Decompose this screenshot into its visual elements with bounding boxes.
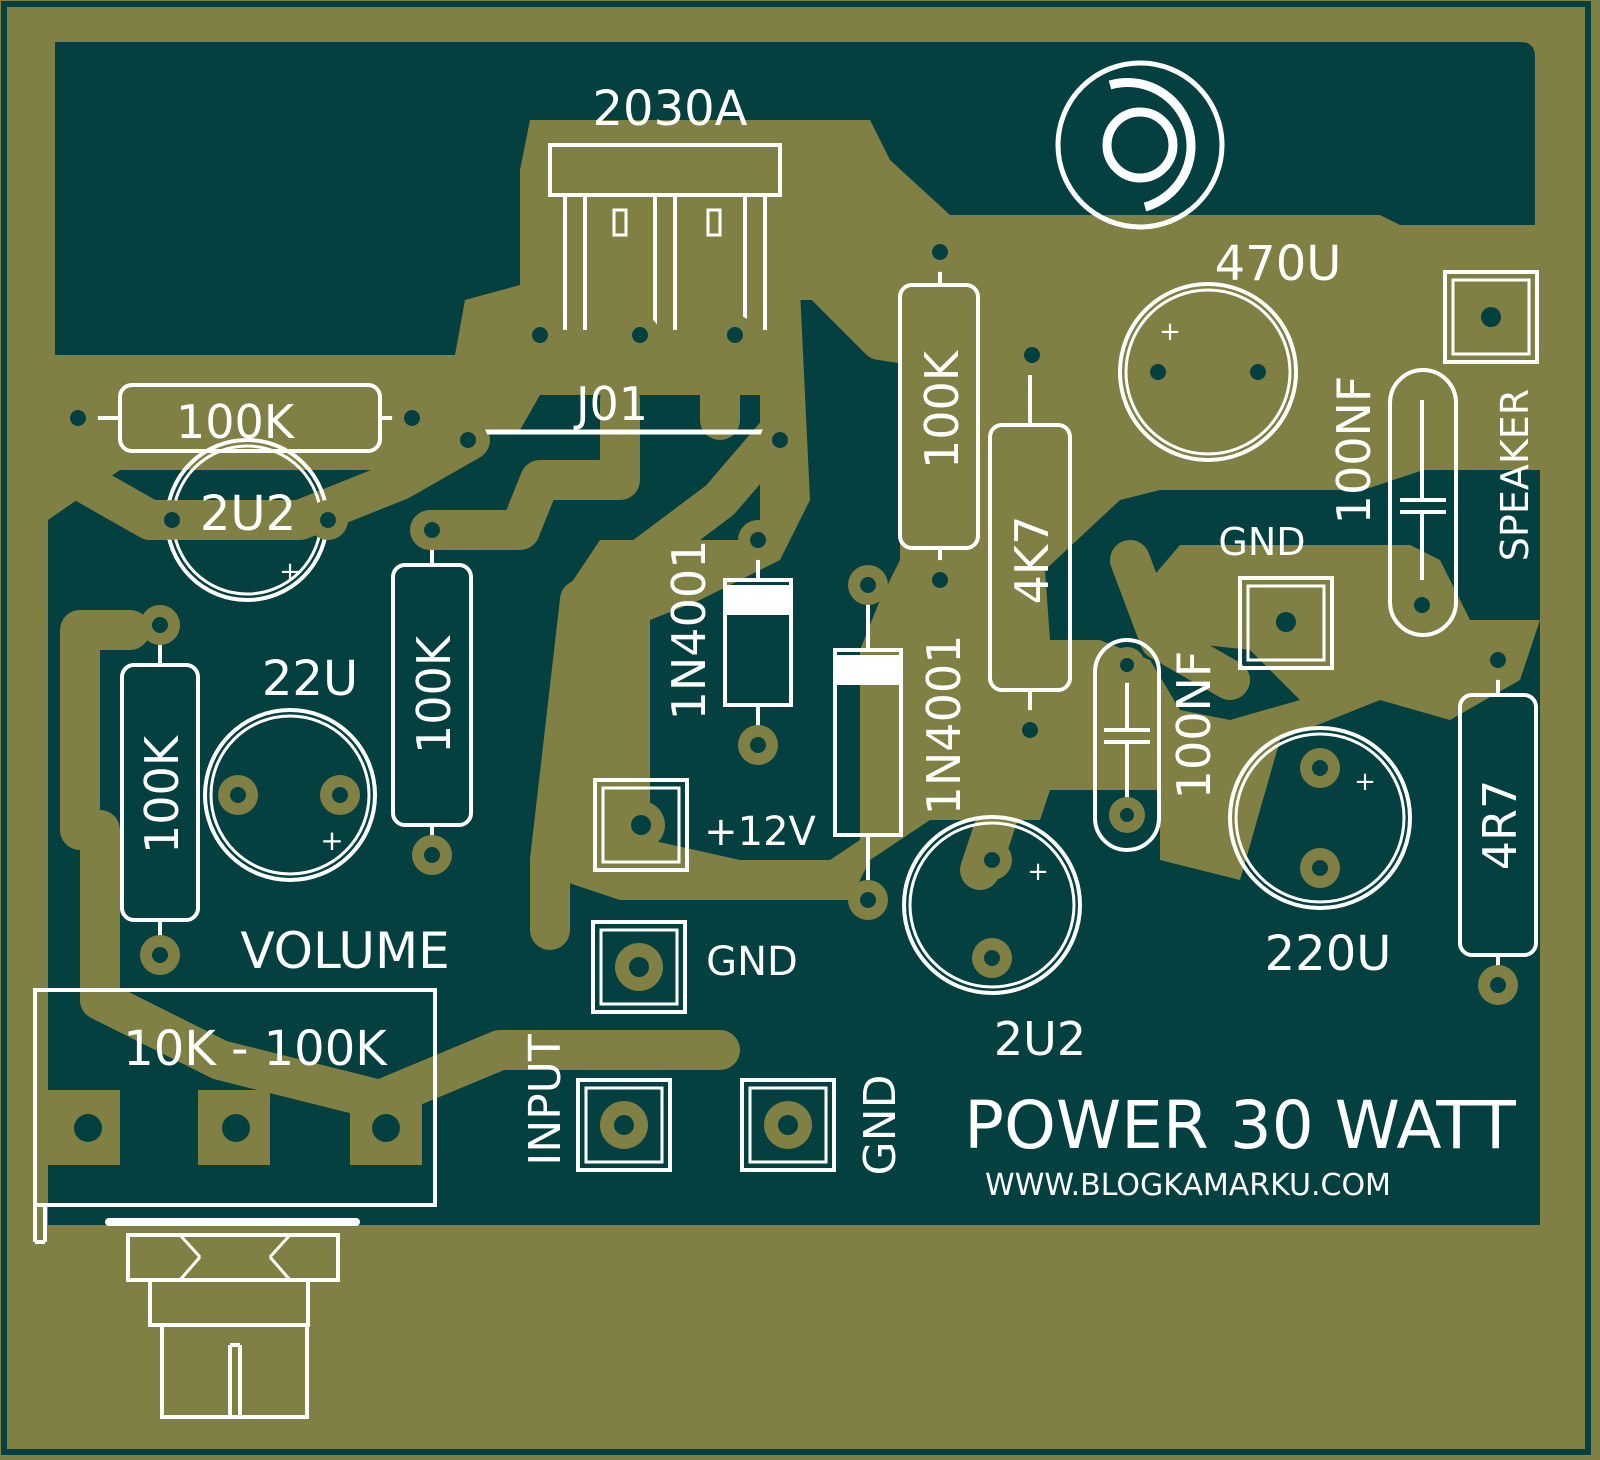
connector-gnd-right xyxy=(1238,576,1334,670)
copper-pour-bottom xyxy=(48,395,1540,1225)
resistor-100k-top xyxy=(58,383,432,453)
label-r-4k7: 4K7 xyxy=(1005,516,1059,605)
label-gnd-input: GND xyxy=(855,1075,906,1176)
jumper-j01 xyxy=(448,420,800,460)
mounting-hole xyxy=(1055,60,1225,230)
diode-1n4001-left xyxy=(723,520,793,765)
label-jumper: J01 xyxy=(573,377,648,431)
plus-marker-2u2-top: + xyxy=(279,557,301,587)
label-plus12v: +12V xyxy=(704,809,816,855)
copper-pour-left xyxy=(48,530,470,990)
plus-marker-220u: + xyxy=(1354,767,1376,797)
connector-speaker xyxy=(1443,270,1539,364)
resistor-100k-left xyxy=(120,605,200,975)
board-title: POWER 30 WATT xyxy=(964,1087,1516,1164)
board-website: WWW.BLOGKAMARKU.COM xyxy=(985,1168,1391,1203)
label-r-left: 100K xyxy=(135,734,189,854)
label-c-2u2-top: 2U2 xyxy=(200,486,296,542)
label-speaker: SPEAKER xyxy=(1493,389,1537,561)
label-r-mid: 100K xyxy=(407,634,461,754)
capacitor-100nf-top xyxy=(1388,368,1458,637)
label-gnd-right: GND xyxy=(1218,520,1305,564)
label-c-100nf-bottom: 100NF xyxy=(1167,651,1221,800)
copper-pour-center xyxy=(650,290,900,860)
connector-gnd-input xyxy=(740,1078,836,1172)
resistor-100k-mid xyxy=(391,510,473,875)
capacitor-22u xyxy=(203,708,377,882)
plus-marker-22u: + xyxy=(320,824,343,857)
capacitor-100nf-bottom xyxy=(1093,638,1161,852)
capacitor-470u xyxy=(1118,282,1298,462)
label-c-220u: 220U xyxy=(1265,926,1392,982)
label-diode-right: 1N4001 xyxy=(917,635,971,816)
plus-marker-2u2-bottom: + xyxy=(1027,857,1049,887)
plus-marker-470u: + xyxy=(1159,317,1181,347)
capacitor-220u xyxy=(1228,726,1412,910)
diode-1n4001-right xyxy=(833,565,903,920)
label-r-4r7: 4R7 xyxy=(1473,780,1527,871)
label-diode-left: 1N4001 xyxy=(662,540,716,721)
capacitor-2u2-top xyxy=(152,438,348,602)
label-gnd-power: GND xyxy=(706,939,798,985)
capacitor-2u2-bottom xyxy=(902,815,1082,995)
label-ic: 2030A xyxy=(593,81,748,137)
label-pot-value: 10K - 100K xyxy=(123,1021,388,1077)
potentiometer-volume xyxy=(33,988,437,1419)
ic-2030a xyxy=(520,143,782,355)
label-volume: VOLUME xyxy=(240,922,449,980)
label-r-center: 100K xyxy=(915,349,969,469)
resistor-4k7 xyxy=(988,335,1072,750)
connector-gnd-power xyxy=(591,920,687,1014)
connector-input xyxy=(576,1078,672,1172)
label-c-470u: 470U xyxy=(1215,236,1342,292)
connector-plus12v xyxy=(593,778,689,872)
label-c-22u: 22U xyxy=(262,651,358,707)
label-c-100nf-top: 100NF xyxy=(1327,376,1381,525)
resistor-100k-center xyxy=(898,232,980,600)
label-c-2u2-bottom: 2U2 xyxy=(994,1012,1086,1066)
resistor-4r7 xyxy=(1458,640,1538,1005)
label-input: INPUT xyxy=(520,1034,571,1166)
